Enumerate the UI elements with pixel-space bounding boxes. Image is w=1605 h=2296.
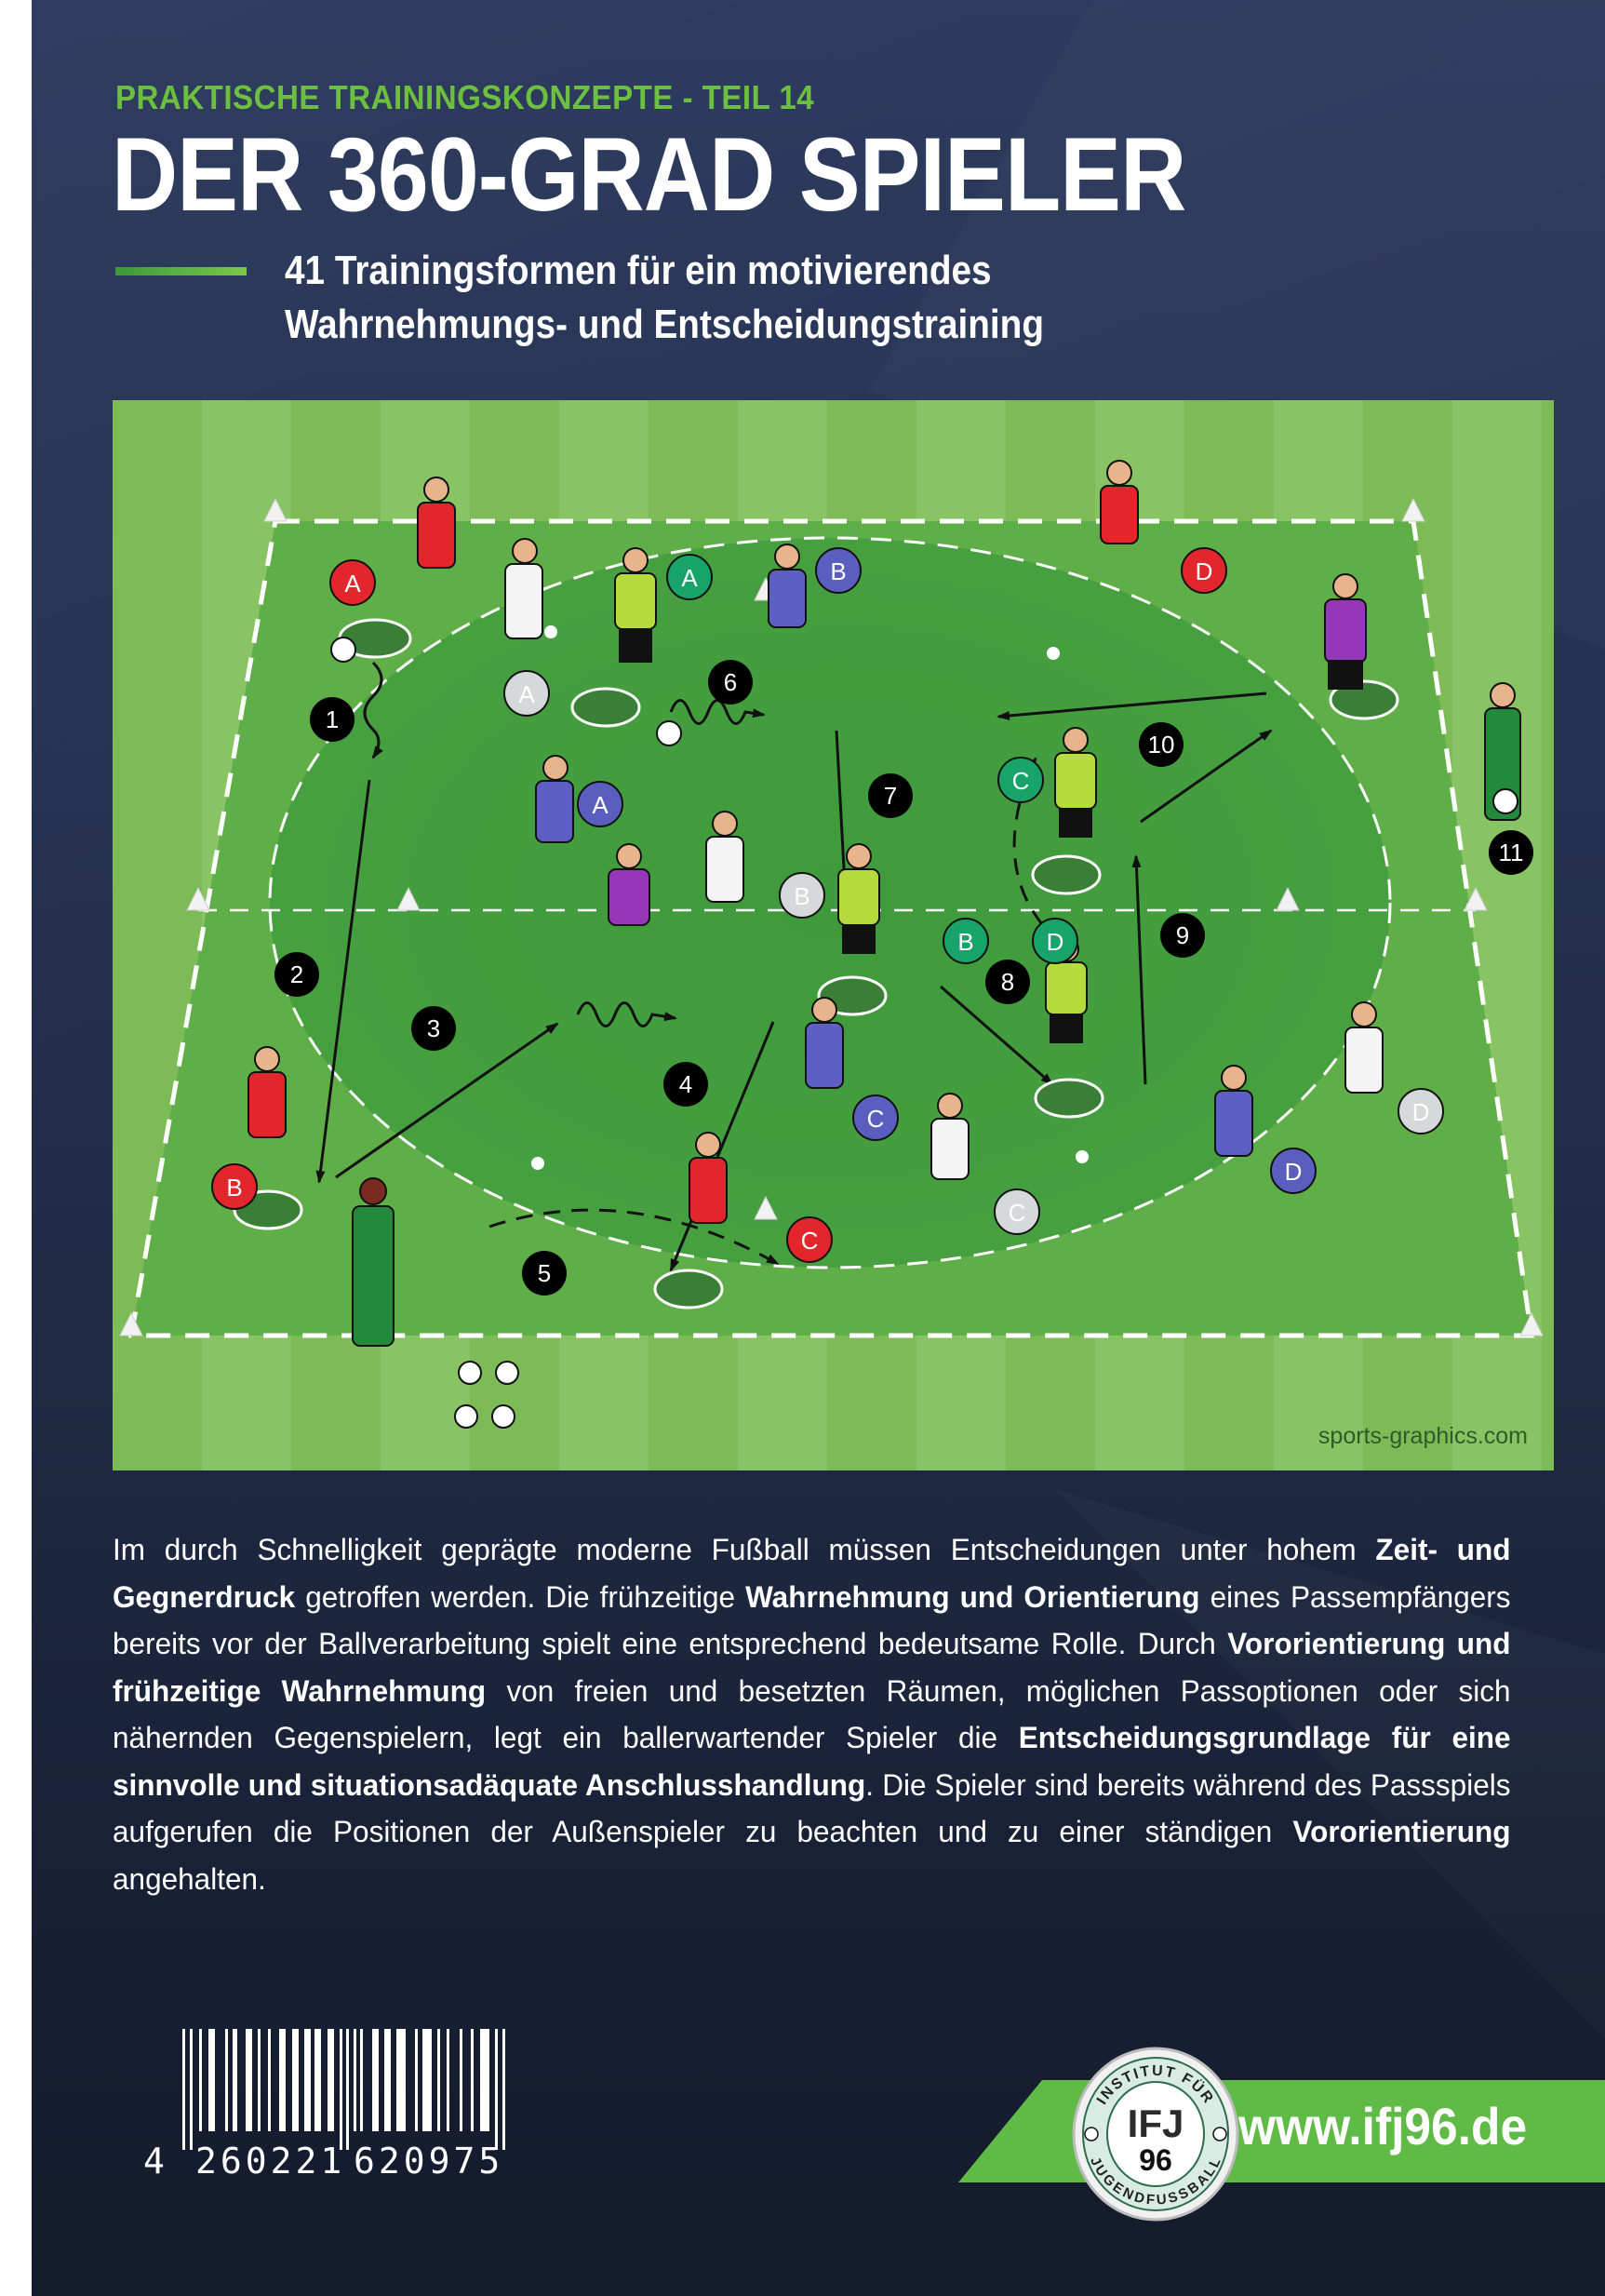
svg-text:2: 2 — [290, 960, 303, 988]
field-illustration: A A A B D A B C B D B C C C D D 1 2 — [119, 460, 1544, 1429]
training-field-diagram: A A A B D A B C B D B C C C D D 1 2 — [113, 400, 1554, 1470]
svg-text:C: C — [801, 1227, 819, 1255]
url-banner — [958, 2080, 1605, 2182]
svg-text:10: 10 — [1148, 731, 1175, 759]
soccer-ball-icon — [1212, 2127, 1227, 2142]
subtitle-line-2: Wahrnehmungs- und Entscheidungstraining — [285, 302, 1044, 347]
barcode-right-digits: 620975 — [354, 2141, 504, 2182]
book-back-cover: PRAKTISCHE TRAININGSKONZEPTE - TEIL 14 D… — [32, 0, 1605, 2296]
svg-text:B: B — [830, 557, 846, 585]
series-label: PRAKTISCHE TRAININGSKONZEPTE - TEIL 14 — [115, 78, 815, 116]
svg-text:A: A — [518, 680, 535, 708]
svg-text:5: 5 — [538, 1259, 551, 1287]
paragraph-emphasis: Entscheidungsgrundlage für eine sinnvoll… — [113, 1721, 1511, 1802]
svg-text:A: A — [592, 791, 609, 819]
paragraph-emphasis: Vororientierung und frühzeitige Wahrnehm… — [113, 1627, 1511, 1708]
book-title: DER 360-GRAD SPIELER — [112, 116, 1186, 233]
svg-text:4: 4 — [679, 1070, 692, 1098]
svg-text:9: 9 — [1176, 921, 1189, 949]
svg-text:A: A — [344, 570, 361, 597]
paragraph-text: Im durch Schnelligkeit geprägte moderne … — [113, 1533, 1376, 1566]
paragraph-text: von freien und besetzten Räumen, möglich… — [113, 1673, 1511, 1755]
svg-text:B: B — [226, 1174, 242, 1202]
soccer-ball-icon — [1084, 2127, 1099, 2142]
svg-text:1: 1 — [326, 705, 339, 733]
publisher-banner: INSTITUT FÜR JUGENDFUSSBALL IFJ 96 www.i… — [958, 2029, 1605, 2234]
paragraph-emphasis: Zeit- und Gegnerdruck — [113, 1533, 1511, 1614]
ifj96-logo-badge: INSTITUT FÜR JUGENDFUSSBALL IFJ 96 — [1072, 2047, 1239, 2222]
paragraph-emphasis: Wahrnehmung und Orientierung — [745, 1579, 1200, 1614]
svg-text:A: A — [681, 564, 698, 592]
svg-text:B: B — [794, 882, 809, 910]
paragraph-text: . Die Spieler sind bereits während des P… — [113, 1767, 1511, 1849]
svg-text:6: 6 — [724, 668, 737, 696]
svg-text:7: 7 — [884, 782, 897, 810]
barcode-first-digit: 4 — [143, 2141, 165, 2182]
svg-text:C: C — [1009, 1199, 1026, 1227]
paragraph-text: getroffen werden. Die frühzeitige — [295, 1579, 746, 1614]
barcode-left-digits: 260221 — [195, 2141, 346, 2182]
svg-text:B: B — [957, 928, 973, 956]
subtitle-line-1: 41 Trainingsformen für ein motivierendes — [285, 248, 992, 293]
ean-barcode: 4 260221 620975 — [143, 2029, 534, 2182]
paragraph-text: eines Passempfängers bereits vor der Bal… — [113, 1579, 1511, 1661]
svg-text:11: 11 — [1499, 839, 1524, 866]
svg-text:D: D — [1285, 1158, 1303, 1186]
description-paragraph: Im durch Schnelligkeit geprägte moderne … — [113, 1526, 1511, 1902]
diagram-watermark: sports-graphics.com — [1317, 1423, 1528, 1449]
barcode-bars — [182, 2029, 505, 2150]
svg-text:3: 3 — [427, 1014, 440, 1042]
subtitle: 41 Trainingsformen für ein motivierendes… — [285, 244, 1044, 352]
logo-center-bottom: 96 — [1139, 2143, 1172, 2177]
svg-text:D: D — [1047, 928, 1064, 956]
accent-bar — [115, 267, 247, 275]
svg-text:D: D — [1196, 557, 1213, 585]
website-url[interactable]: www.ifj96.de — [1238, 2097, 1528, 2155]
svg-text:C: C — [867, 1105, 885, 1133]
paragraph-emphasis: Vororientierung — [1292, 1815, 1511, 1848]
svg-text:D: D — [1412, 1098, 1430, 1126]
svg-text:8: 8 — [1001, 968, 1014, 996]
logo-center-top: IFJ — [1128, 2101, 1184, 2145]
paragraph-text: angehalten. — [113, 1861, 266, 1896]
svg-text:C: C — [1012, 767, 1030, 795]
